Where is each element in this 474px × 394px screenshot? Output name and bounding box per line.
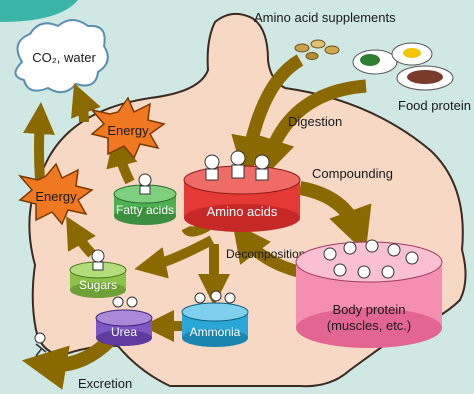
energy-to-co2-arrow-1 (39, 118, 40, 180)
co2-water-label: CO₂, water (32, 50, 96, 65)
ammonia-label: Ammonia (190, 325, 241, 339)
urea-label: Urea (111, 325, 137, 339)
energy-left-label: Energy (35, 189, 77, 204)
body-protein-label-line2: (muscles, etc.) (327, 318, 412, 333)
amino-acids-label: Amino acids (207, 204, 278, 219)
food-plates (353, 43, 453, 90)
corner-decoration (0, 0, 78, 22)
food-protein-label: Food protein (398, 98, 471, 113)
excretion-label: Excretion (78, 376, 132, 391)
supplement-pills (295, 40, 339, 60)
compounding-label: Compounding (312, 166, 393, 181)
decomposition-label: Decomposition (226, 247, 305, 261)
body-protein-label-line1: Body protein (333, 302, 406, 317)
digestion-label: Digestion (288, 114, 342, 129)
energy-top-label: Energy (107, 123, 149, 138)
sugars-label: Sugars (79, 278, 117, 292)
fatty-acids-label: Fatty acids (116, 203, 174, 217)
amino-acid-supplements-label: Amino acid supplements (254, 10, 396, 25)
energy-to-co2-arrow-2 (80, 98, 84, 122)
